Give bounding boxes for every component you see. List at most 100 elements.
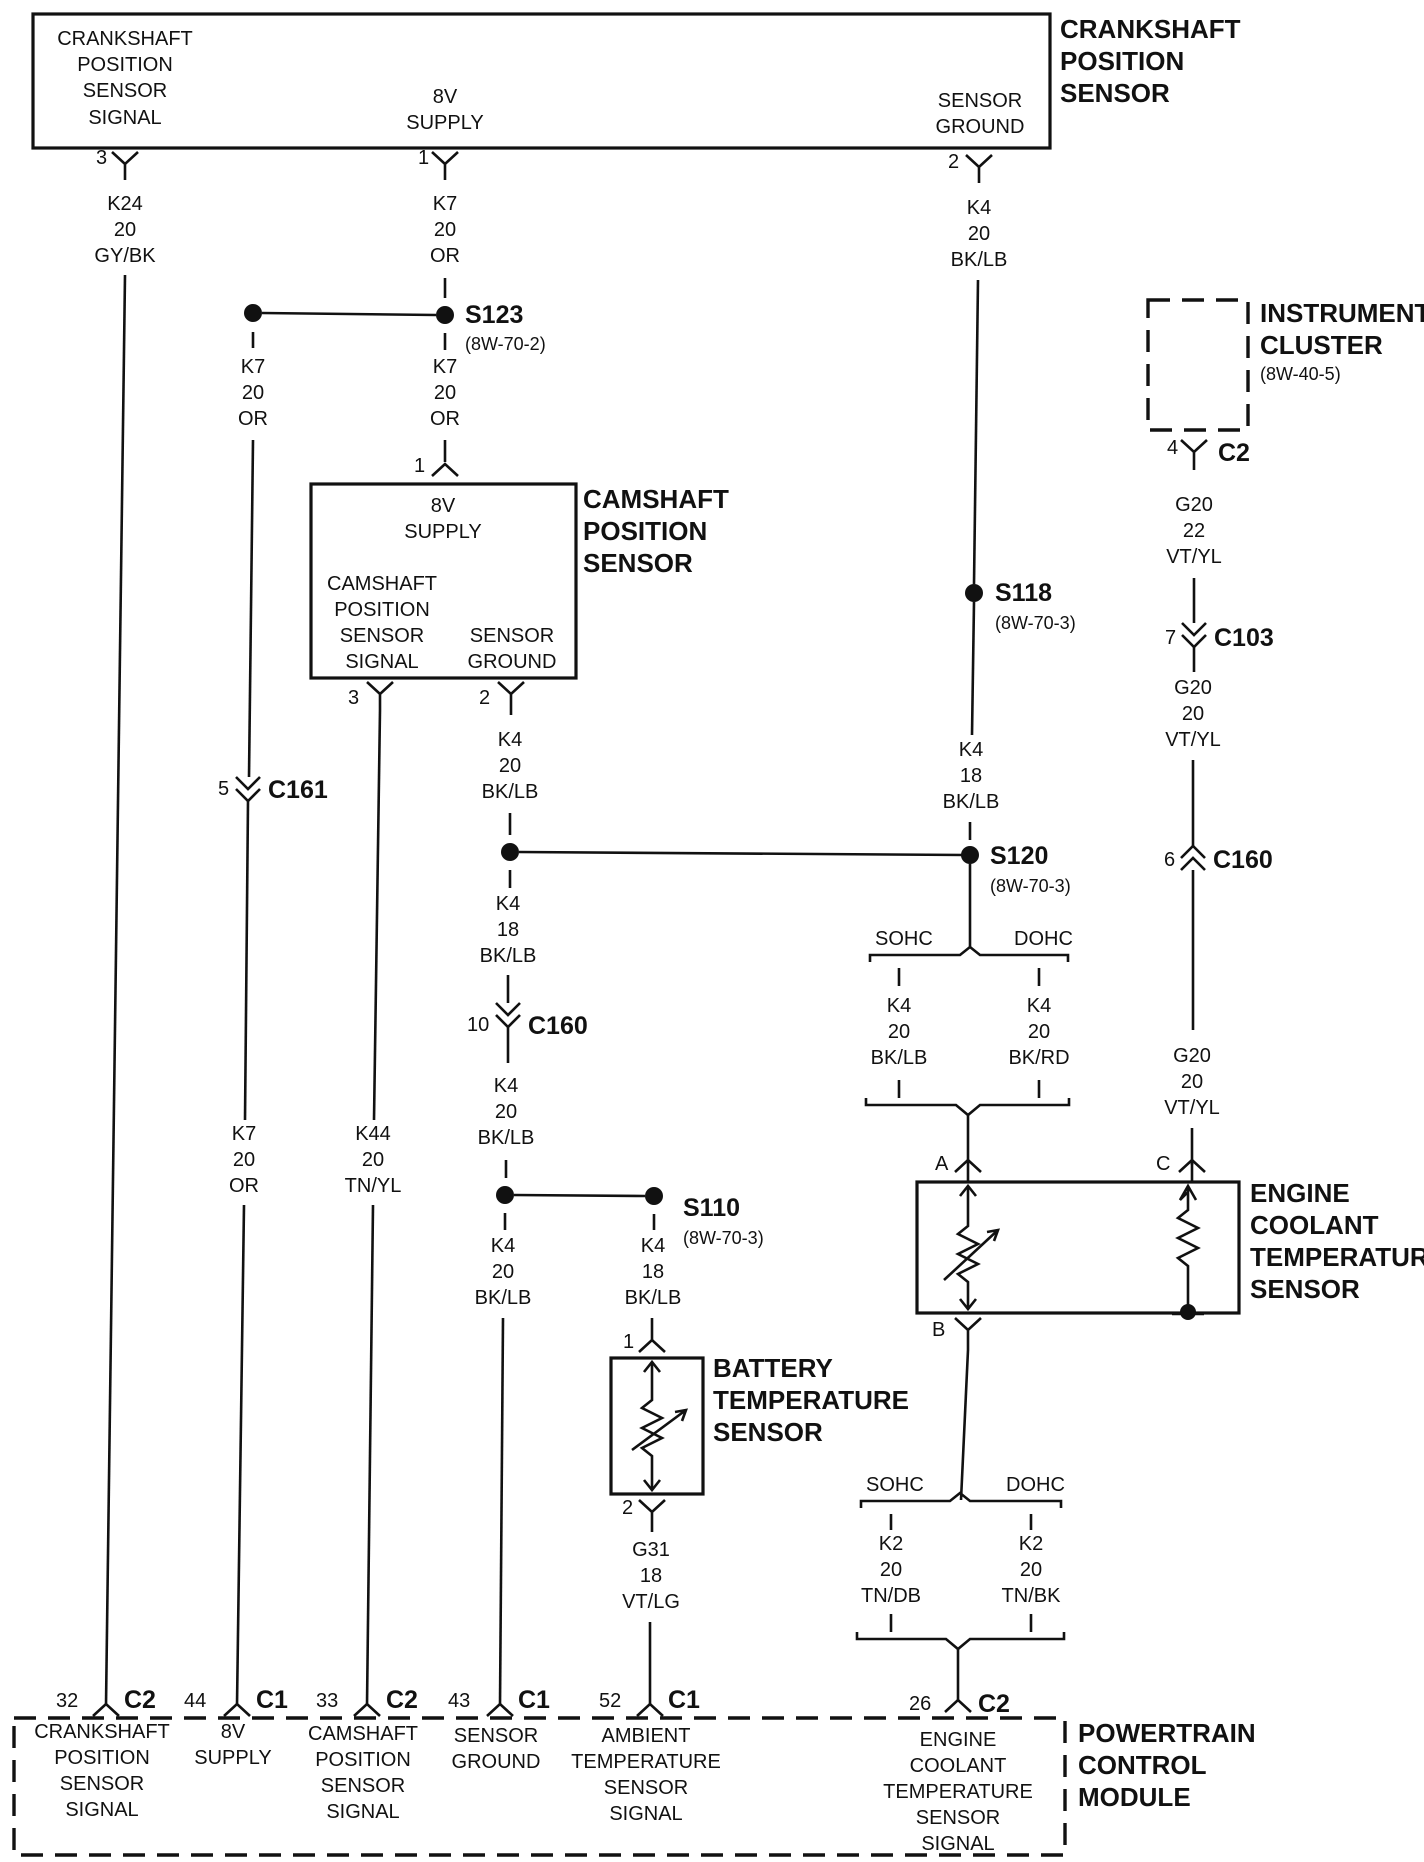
- svg-text:K4: K4: [1027, 995, 1051, 1017]
- splice-s110-name: S110: [683, 1194, 740, 1222]
- camshaft-sensor-title: CAMSHAFT POSITION SENSOR: [583, 484, 729, 578]
- wire-k44: [372, 709, 382, 1121]
- crank-pin-signal-label: CRANKSHAFT POSITION SENSOR SIGNAL: [57, 28, 193, 129]
- svg-text:8V: 8V: [433, 86, 458, 108]
- svg-text:20: 20: [968, 223, 990, 245]
- wire-k4-sohc-label: K4 20 BK/LB: [871, 995, 928, 1069]
- pcm-pin-52: 52 C1 AMBIENT TEMPERATURE SENSOR SIGNAL: [571, 1686, 721, 1825]
- option-dohc-upper: DOHC: [1014, 928, 1073, 950]
- crank-pin2-number: 2: [948, 151, 959, 173]
- connector-c103-pin: 7: [1165, 627, 1176, 649]
- svg-text:G31: G31: [632, 1539, 670, 1561]
- svg-text:POSITION: POSITION: [54, 1747, 150, 1769]
- option-brace-lower-ticks: [889, 1514, 1033, 1530]
- wire-k7-low-label: K7 20 OR: [229, 1123, 259, 1197]
- svg-text:C1: C1: [518, 1686, 550, 1714]
- wire-k7-to-pcm: [235, 1204, 246, 1706]
- svg-text:SENSOR: SENSOR: [321, 1775, 405, 1797]
- svg-text:GY/BK: GY/BK: [94, 245, 156, 267]
- svg-text:33: 33: [316, 1690, 338, 1712]
- wire-k4-dohc-label: K4 20 BK/RD: [1008, 995, 1069, 1069]
- ect-ground-dot: [1180, 1304, 1196, 1320]
- svg-text:BK/LB: BK/LB: [871, 1047, 928, 1069]
- svg-text:G20: G20: [1173, 1045, 1211, 1067]
- wire-k4-to-s120: [518, 850, 966, 857]
- svg-text:BK/LB: BK/LB: [943, 791, 1000, 813]
- svg-text:K4: K4: [491, 1235, 515, 1257]
- splice-s123-branch-dot: [244, 304, 262, 322]
- svg-text:COOLANT: COOLANT: [1250, 1210, 1379, 1240]
- wire-k4-to-pcm: [498, 1317, 505, 1706]
- wire-k7-left-label: K7 20 OR: [238, 356, 268, 430]
- wire-k4-after-c160-label: K4 20 BK/LB: [478, 1075, 535, 1149]
- svg-text:K44: K44: [355, 1123, 391, 1145]
- svg-text:K7: K7: [241, 356, 265, 378]
- svg-text:OR: OR: [229, 1175, 259, 1197]
- wire-g20-top-label: G20 22 VT/YL: [1166, 494, 1222, 568]
- svg-text:SENSOR: SENSOR: [83, 80, 167, 102]
- svg-text:CRANKSHAFT: CRANKSHAFT: [57, 28, 193, 50]
- ect-pinA-terminal: [954, 1158, 982, 1182]
- svg-text:SENSOR: SENSOR: [454, 1725, 538, 1747]
- wire-k7-left: [247, 439, 255, 778]
- svg-text:TEMPERATURE: TEMPERATURE: [571, 1751, 721, 1773]
- svg-text:POSITION: POSITION: [77, 54, 173, 76]
- ect-sensor-box: [915, 1180, 1241, 1315]
- svg-text:SENSOR: SENSOR: [60, 1773, 144, 1795]
- svg-text:BK/LB: BK/LB: [478, 1127, 535, 1149]
- cam-pin1-terminal: [431, 462, 459, 477]
- wire-k7-mid-label: K7 20 OR: [430, 356, 460, 430]
- cluster-pin4-terminal: [1180, 439, 1208, 470]
- svg-text:GROUND: GROUND: [936, 116, 1025, 138]
- pcm-pin-33: 33 C2 CAMSHAFT POSITION SENSOR SIGNAL: [308, 1686, 418, 1823]
- option-brace-lower-ticks-low: [889, 1614, 1033, 1632]
- svg-text:K7: K7: [433, 356, 457, 378]
- wire-k4-mid18-label: K4 18 BK/LB: [480, 893, 537, 967]
- splice-s110-junction-dot: [496, 1186, 514, 1204]
- svg-text:CLUSTER: CLUSTER: [1260, 330, 1383, 360]
- svg-text:SENSOR: SENSOR: [583, 548, 693, 578]
- svg-text:SIGNAL: SIGNAL: [921, 1833, 994, 1855]
- svg-text:18: 18: [642, 1261, 664, 1283]
- svg-text:K2: K2: [879, 1533, 903, 1555]
- svg-text:SENSOR: SENSOR: [470, 625, 554, 647]
- wire-k7-after-c161: [243, 800, 250, 1121]
- svg-text:BK/LB: BK/LB: [475, 1287, 532, 1309]
- svg-text:SENSOR: SENSOR: [713, 1417, 823, 1447]
- battery-pin2-number: 2: [622, 1497, 633, 1519]
- svg-text:BK/LB: BK/LB: [951, 249, 1008, 271]
- wire-k24: [104, 274, 127, 1706]
- crank-pin1-number: 1: [418, 147, 429, 169]
- svg-text:K4: K4: [959, 739, 983, 761]
- svg-text:G20: G20: [1174, 677, 1212, 699]
- svg-text:K4: K4: [498, 729, 522, 751]
- svg-text:K4: K4: [967, 197, 991, 219]
- svg-text:K4: K4: [494, 1075, 518, 1097]
- ect-pinC-label: C: [1156, 1153, 1170, 1175]
- crank-pin-supply-label: 8V SUPPLY: [406, 86, 483, 134]
- wire-g31-label: G31 18 VT/LG: [622, 1539, 680, 1613]
- splice-s120-ref: (8W-70-3): [990, 876, 1071, 896]
- battery-thermistor-symbol: [631, 1359, 688, 1493]
- wire-g20-mid-label: G20 20 VT/YL: [1165, 677, 1221, 751]
- cam-pin-signal-label: CAMSHAFT POSITION SENSOR SIGNAL: [327, 573, 437, 673]
- splice-s110-ref: (8W-70-3): [683, 1228, 764, 1248]
- svg-text:BK/LB: BK/LB: [625, 1287, 682, 1309]
- pcm-box: [12, 1716, 1067, 1857]
- svg-text:20: 20: [233, 1149, 255, 1171]
- wire-k4-cam-label: K4 20 BK/LB: [482, 729, 539, 803]
- svg-text:20: 20: [1028, 1021, 1050, 1043]
- wire-k4-top: [972, 279, 980, 585]
- pcm-title: POWERTRAIN CONTROL MODULE: [1078, 1718, 1256, 1812]
- option-sohc-lower: SOHC: [866, 1474, 924, 1496]
- svg-text:TEMPERATURE: TEMPERATURE: [883, 1781, 1033, 1803]
- svg-text:TEMPERATURE: TEMPERATURE: [713, 1385, 909, 1415]
- svg-text:20: 20: [434, 219, 456, 241]
- ect-pinC-terminal: [1178, 1158, 1206, 1182]
- svg-text:20: 20: [495, 1101, 517, 1123]
- svg-text:BK/RD: BK/RD: [1008, 1047, 1069, 1069]
- svg-text:CRANKSHAFT: CRANKSHAFT: [1060, 14, 1241, 44]
- svg-text:SUPPLY: SUPPLY: [406, 112, 483, 134]
- svg-text:20: 20: [880, 1559, 902, 1581]
- splice-s123-name: S123: [465, 301, 523, 329]
